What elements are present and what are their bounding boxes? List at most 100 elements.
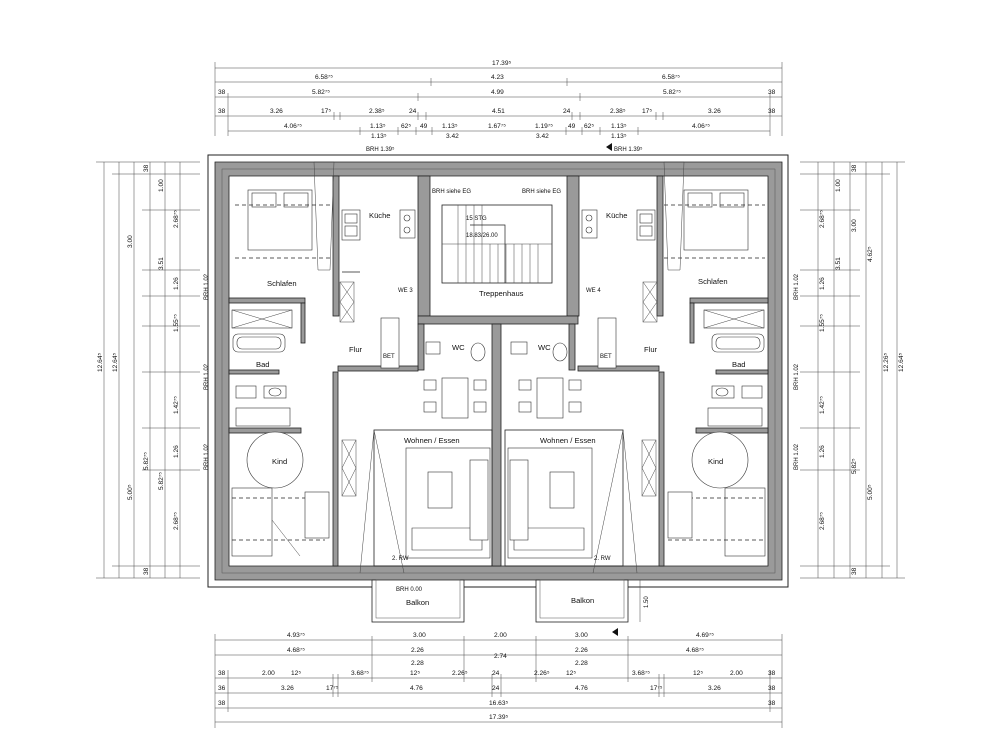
dim-left-12: 38 <box>143 164 150 172</box>
dim-left-3: 3.00 <box>127 235 134 248</box>
left-dimension-chains: 12.64⁵ 12.64⁵ 5.00⁵ 3.00 5.82⁷⁵ 2.68⁷⁵ 3… <box>96 161 200 579</box>
dim-bot-r3-0: 38 <box>218 670 226 677</box>
balkon-depth: 1.50 <box>644 596 650 608</box>
dim-bot-r3-7: 2.26⁵ <box>534 670 550 677</box>
top-dimension-chains: 17.39⁵ 6.58⁷⁵ 4.23 6.58⁷⁵ 38 5.82⁷⁵ 4.99… <box>214 60 783 140</box>
dim-bot-r3-8: 12⁵ <box>566 670 576 677</box>
dim-bot-r1-3: 3.00 <box>575 632 588 639</box>
stair-count: 15 STG <box>466 216 487 222</box>
stair-ratio: 18.83/26.00 <box>466 233 498 239</box>
dim-right-9: 1.55⁷⁵ <box>819 314 826 332</box>
dim-right-2: 4.62⁵ <box>867 246 874 262</box>
dim-top-r5-4: 1.67⁷⁵ <box>488 123 506 130</box>
dim-top-r4-9: 3.26 <box>708 108 721 115</box>
dim-bot-r4-8: 38 <box>768 685 776 692</box>
dim-top-r4-5: 4.51 <box>492 108 505 115</box>
kind-left <box>231 431 330 557</box>
dim-right-7: 3.51 <box>835 257 842 270</box>
dim-bot-r2-3: 2.26 <box>575 647 588 654</box>
brh-wall-r3: BRH 1.02 <box>794 443 800 470</box>
dim-top-r3-c: 4.99 <box>491 89 504 96</box>
dim-top-r3-d: 5.82⁷⁵ <box>663 89 681 96</box>
brh-right-top: BRH 1.39⁵ <box>614 146 643 153</box>
brh-siehe-eg-left: BRH siehe EG <box>432 189 471 195</box>
dim-bot-r2-2: 2.74 <box>494 653 507 660</box>
dim-right-14: 38 <box>851 567 858 575</box>
dim-top-r2-b: 4.23 <box>491 74 504 81</box>
wc-left <box>425 341 486 362</box>
dim-right-8: 1.26 <box>819 277 826 290</box>
brh-wall-l3: BRH 1.02 <box>204 443 210 470</box>
dim-left-2-68: 2.68⁷⁵ <box>173 512 180 530</box>
bad-right <box>707 333 765 427</box>
dim-bot-r4-3: 4.76 <box>410 685 423 692</box>
dim-right-4: 5.00⁵ <box>867 484 874 500</box>
dim-left-5: 2.68⁷⁵ <box>173 210 180 228</box>
label-bad-left: Bad <box>256 360 270 369</box>
bet-right: BET <box>600 354 612 360</box>
dim-top-r4-8: 17⁵ <box>642 108 652 115</box>
wohnen-left <box>359 429 493 574</box>
dim-top-total: 17.39⁵ <box>492 60 512 67</box>
dim-bot-r4-1: 3.26 <box>281 685 294 692</box>
dim-right-13: 38 <box>851 164 858 172</box>
balkon-right <box>535 579 629 623</box>
dim-top-r2-c: 6.58⁷⁵ <box>662 74 680 81</box>
dim-top-r5-0: 1.13⁵ <box>370 123 386 130</box>
interior-walls <box>228 175 769 567</box>
label-treppenhaus: Treppenhaus <box>479 289 524 298</box>
dim-bot-r3-10: 12⁵ <box>693 670 703 677</box>
dim-top-r5-6: 49 <box>568 123 576 130</box>
dim-top-r4-6: 24 <box>563 108 571 115</box>
rw-right: 2. RW <box>594 556 611 562</box>
dim-top-r5-3: 1.13⁵ <box>442 123 458 130</box>
brh-wall-r2: BRH 1.02 <box>794 363 800 390</box>
dim-top-r6-4: 1.13⁵ <box>611 133 627 140</box>
dim-bot-r3-1: 2.00 <box>262 670 275 677</box>
staircase <box>441 204 553 284</box>
dim-right-1: 12.26⁵ <box>883 352 890 372</box>
bottom-dimension-chains: 4.93⁷⁵ 3.00 2.00 3.00 4.69⁷⁵ 4.68⁷⁵ 2.26… <box>214 632 783 728</box>
dining-left <box>423 377 487 419</box>
dim-right-3: 3.00 <box>851 219 858 232</box>
dim-bot-r5-0: 38 <box>218 700 226 707</box>
dim-left-4: 5.82⁷⁵ <box>143 452 150 470</box>
dim-bot-r4-6: 17⁷⁵ <box>650 685 663 692</box>
dim-bot-r4-4: 24 <box>492 685 500 692</box>
brh-siehe-eg-right: BRH siehe EG <box>522 189 561 195</box>
dim-top-r4-0: 38 <box>218 108 226 115</box>
brh-wall-l2: BRH 1.02 <box>204 363 210 390</box>
section-markers <box>606 143 618 636</box>
schlafen-right <box>663 161 765 329</box>
label-flur-right: Flur <box>644 345 658 354</box>
dim-right-2-68: 2.68⁷⁵ <box>819 512 826 530</box>
dim-top-r5-2: 49 <box>420 123 428 130</box>
dim-bot-r3-5: 2.26⁵ <box>452 670 468 677</box>
label-we3: WE 3 <box>398 288 413 294</box>
dim-bot-r5-2: 38 <box>768 700 776 707</box>
dim-left-10: 1.26 <box>173 445 180 458</box>
kitchen-left <box>341 209 416 273</box>
dim-bot-r1-0: 4.93⁷⁵ <box>287 632 305 639</box>
wc-right <box>510 341 568 362</box>
dim-top-r6-0: 4.06⁷⁵ <box>284 123 302 130</box>
dim-top-r3-a: 38 <box>218 89 226 96</box>
room-labels: Küche Küche Schlafen Schlafen Treppenhau… <box>256 211 746 607</box>
brh-balkon: BRH 0.00 <box>396 587 423 593</box>
dim-bot-r2b-0: 2.28 <box>411 660 424 667</box>
dim-top-r5-1: 62⁵ <box>401 123 411 130</box>
dim-top-r6-1: 1.13⁵ <box>371 133 387 140</box>
dim-top-r4-2: 17⁵ <box>321 108 331 115</box>
label-schlafen-left: Schlafen <box>267 279 297 288</box>
dim-left-8: 1.55⁷⁵ <box>173 314 180 332</box>
label-wohnen-left: Wohnen / Essen <box>404 436 460 445</box>
dim-top-r4-7: 2.38⁵ <box>610 108 626 115</box>
dim-left-6: 3.51 <box>158 257 165 270</box>
dim-bot-r3-3: 3.68⁷⁵ <box>351 670 369 677</box>
bet-left: BET <box>383 354 395 360</box>
label-balkon-right: Balkon <box>571 596 594 605</box>
dim-bot-r1-2: 2.00 <box>494 632 507 639</box>
dim-bot-r2-4: 4.68⁷⁵ <box>686 647 704 654</box>
dim-top-r4-1: 3.26 <box>270 108 283 115</box>
